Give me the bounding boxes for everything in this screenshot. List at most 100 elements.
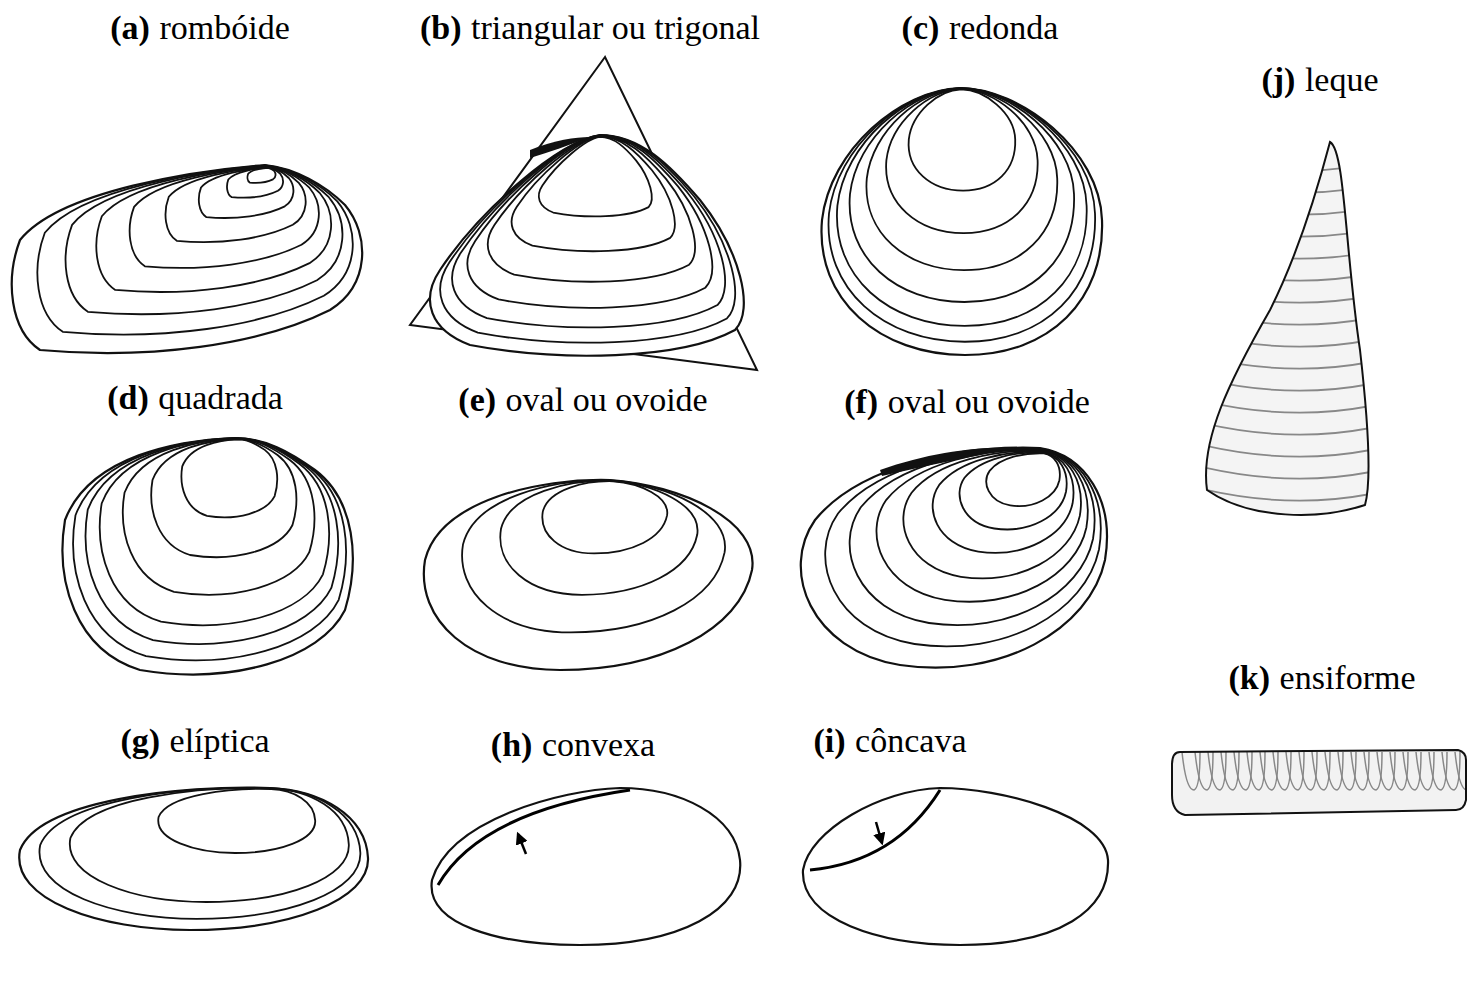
pointer-arrow: [518, 834, 526, 854]
growth-line: [850, 88, 1075, 302]
growth-line: [86, 438, 338, 644]
bivalve-shell: [424, 480, 753, 670]
growth-line: [158, 789, 315, 853]
shape-name: convexa: [542, 726, 655, 763]
panel-letter: (h): [491, 726, 533, 763]
shell-outline: [12, 165, 362, 353]
shape-label: (a)rombóide: [110, 9, 289, 46]
panel-letter: (b): [420, 9, 462, 46]
shape-name: redonda: [949, 9, 1059, 46]
growth-line: [542, 481, 667, 553]
growth-line: [909, 89, 1016, 190]
margin-line: [810, 790, 940, 870]
growth-line: [1190, 310, 1380, 325]
shape-label: (i) côncava: [814, 722, 967, 759]
shape-name: côncava: [855, 722, 966, 759]
growth-line: [886, 89, 1038, 233]
growth-line: [1190, 464, 1380, 479]
shape-label: (c)redonda: [902, 9, 1059, 46]
growth-line: [1190, 486, 1380, 501]
growth-line: [986, 453, 1059, 506]
shell-outline: [430, 135, 744, 356]
growth-line: [151, 439, 296, 557]
growth-line: [73, 438, 346, 660]
growth-line: [37, 165, 352, 334]
shell-outline: [821, 88, 1102, 355]
growth-line: [837, 88, 1087, 326]
shape-label: (e) oval ou ovoide: [458, 381, 707, 418]
panel-letter: (i): [814, 722, 846, 759]
shell-outline: [801, 448, 1107, 668]
shell-outline: [424, 480, 753, 670]
shape-name: elíptica: [170, 722, 270, 759]
bivalve-shell: [821, 88, 1102, 355]
growth-line: [1190, 156, 1380, 171]
growth-line: [960, 452, 1067, 529]
bivalve-shell: [430, 135, 744, 356]
bivalve-shell: [803, 788, 1108, 945]
growth-line: [1190, 442, 1380, 457]
shape-name: quadrada: [158, 379, 283, 416]
growth-line: [66, 166, 343, 315]
growth-line: [462, 480, 725, 632]
growth-line: [1190, 398, 1380, 413]
panel-letter: (a): [110, 9, 150, 46]
growth-line: [1190, 354, 1380, 369]
growth-line: [1190, 420, 1380, 435]
bivalve-shell: [432, 788, 741, 945]
growth-line: [825, 448, 1101, 646]
growth-line: [199, 167, 294, 218]
shape-name: oval ou ovoide: [506, 381, 708, 418]
growth-line: [1190, 244, 1380, 259]
razor-shell: [1172, 750, 1470, 815]
growth-line: [1190, 200, 1380, 215]
shape-label: (d)quadrada: [107, 379, 283, 416]
margin-line: [438, 790, 630, 885]
bivalve-shell: [19, 788, 368, 930]
fan-shell: [1190, 142, 1380, 515]
ligament: [530, 137, 590, 158]
growth-line: [866, 89, 1057, 271]
growth-line: [181, 439, 277, 517]
growth-line: [1190, 222, 1380, 237]
growth-line: [440, 135, 735, 342]
shape-name: ensiforme: [1280, 659, 1416, 696]
growth-line: [829, 88, 1096, 342]
shell-fill: [1206, 142, 1369, 515]
growth-line: [876, 450, 1087, 602]
growth-line: [512, 136, 675, 251]
shell-outline: [1172, 750, 1466, 815]
ligament: [880, 448, 1015, 476]
growth-line: [933, 452, 1074, 553]
growth-line: [166, 167, 306, 242]
growth-line: [100, 438, 329, 625]
shape-label: (j) leque: [1261, 61, 1378, 98]
growth-line: [1190, 288, 1380, 303]
shape-name: oval ou ovoide: [888, 383, 1090, 420]
shape-name: triangular ou trigonal: [471, 9, 760, 46]
triangle-guide: [410, 57, 757, 370]
growth-line: [903, 451, 1081, 579]
shape-name: rombóide: [159, 9, 289, 46]
bivalve-shell: [12, 165, 362, 353]
panel-letter: (d): [107, 379, 149, 416]
shell-outline: [63, 438, 353, 674]
shell-fill: [1172, 750, 1466, 815]
panel-letter: (j): [1261, 61, 1295, 98]
growth-line: [467, 136, 712, 308]
shape-name: leque: [1305, 61, 1379, 98]
growth-line: [452, 135, 725, 327]
shell-outline: [432, 788, 741, 945]
growth-line: [39, 788, 360, 919]
panel-letter: (e): [458, 381, 496, 418]
growth-line: [488, 136, 695, 282]
shape-label: (g)elíptica: [120, 722, 269, 759]
growth-line: [1190, 332, 1380, 347]
shell-outline: [19, 788, 368, 930]
panel-letter: (c): [902, 9, 940, 46]
shell-outline: [1206, 142, 1369, 515]
growth-line: [248, 168, 276, 183]
growth-line: [96, 166, 331, 292]
bivalve-shell: [801, 448, 1107, 668]
shape-label: (k)ensiforme: [1228, 659, 1415, 696]
